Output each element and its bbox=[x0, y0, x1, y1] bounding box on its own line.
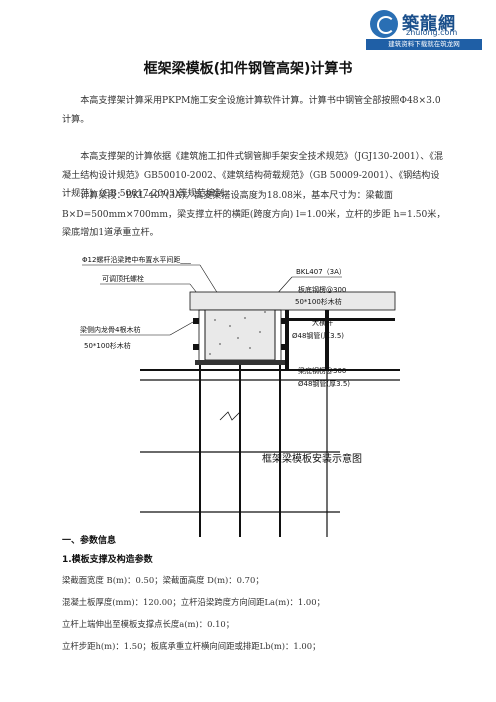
label-cross-bar-size: Ø48钢管(厚3.5) bbox=[292, 331, 344, 340]
label-bottom-steel-size: Ø48钢管(厚3.5) bbox=[298, 379, 350, 388]
logo-name: 築龍網 bbox=[402, 14, 456, 34]
label-support-bolt: 可调顶托螺栓 bbox=[102, 274, 144, 283]
label-cross-bar: 大横杆 bbox=[312, 318, 333, 327]
logo-emblem-icon bbox=[370, 10, 398, 38]
paragraph-software: 本高支撑架计算采用PKPM施工安全设施计算软件计算。计算书中钢管全部按照Φ48×… bbox=[62, 96, 441, 125]
param-line: 立杆上端伸出至模板支撑点长度a(m)：0.10； bbox=[62, 619, 235, 629]
section-heading-parameters: 一、参数信息 bbox=[62, 536, 117, 546]
label-form-steel: 板底钢楞@300 bbox=[298, 285, 346, 294]
label-beam-code: BKL407（3A） bbox=[296, 268, 346, 276]
subsection-heading-support: 1.模板支撑及构造参数 bbox=[62, 555, 153, 565]
paragraph-beam-segment: 计算梁段：BKL-407(3A)。高支架搭设高度为18.08米，基本尺寸为：梁截… bbox=[62, 191, 446, 239]
param-line: 梁截面宽度 B(m)：0.50；梁截面高度 D(m)：0.70； bbox=[62, 575, 264, 585]
label-bolt: Φ12螺杆沿梁跨中布置水平间距___ bbox=[82, 255, 191, 264]
document-title: 框架梁模板(扣件钢管高架)计算书 bbox=[143, 61, 353, 77]
label-bottom-steel: 梁底钢楞@300 bbox=[298, 366, 346, 375]
label-side-wood-size: 50*100杉木枋 bbox=[84, 341, 131, 350]
formwork-diagram: Φ12螺杆沿梁跨中布置水平间距___ 可调顶托螺栓 BKL407（3A） 板底钢… bbox=[80, 255, 400, 537]
logo-slogan: 建筑资料下载就在筑龙网 bbox=[366, 39, 482, 50]
logo-domain: zhulong.com bbox=[406, 28, 458, 37]
label-side-wood: 梁侧内龙骨4根木枋 bbox=[80, 325, 140, 334]
label-form-wood: 50*100杉木枋 bbox=[295, 297, 342, 306]
param-line: 混凝土板厚度(mm)：120.00；立杆沿梁跨度方向间距La(m)：1.00； bbox=[62, 597, 325, 607]
param-line: 立杆步距h(m)：1.50；板底承重立杆横向间距或排距Lb(m)：1.00； bbox=[62, 641, 321, 651]
diagram-caption: 框架梁模板安装示意图 bbox=[262, 452, 362, 465]
zhulong-logo: 築龍網 zhulong.com 建筑资料下载就在筑龙网 bbox=[366, 6, 482, 50]
paragraph-standards: 本高支撑架的计算依据《建筑施工扣件式钢管脚手架安全技术规范》（JGJ130-20… bbox=[62, 152, 443, 200]
